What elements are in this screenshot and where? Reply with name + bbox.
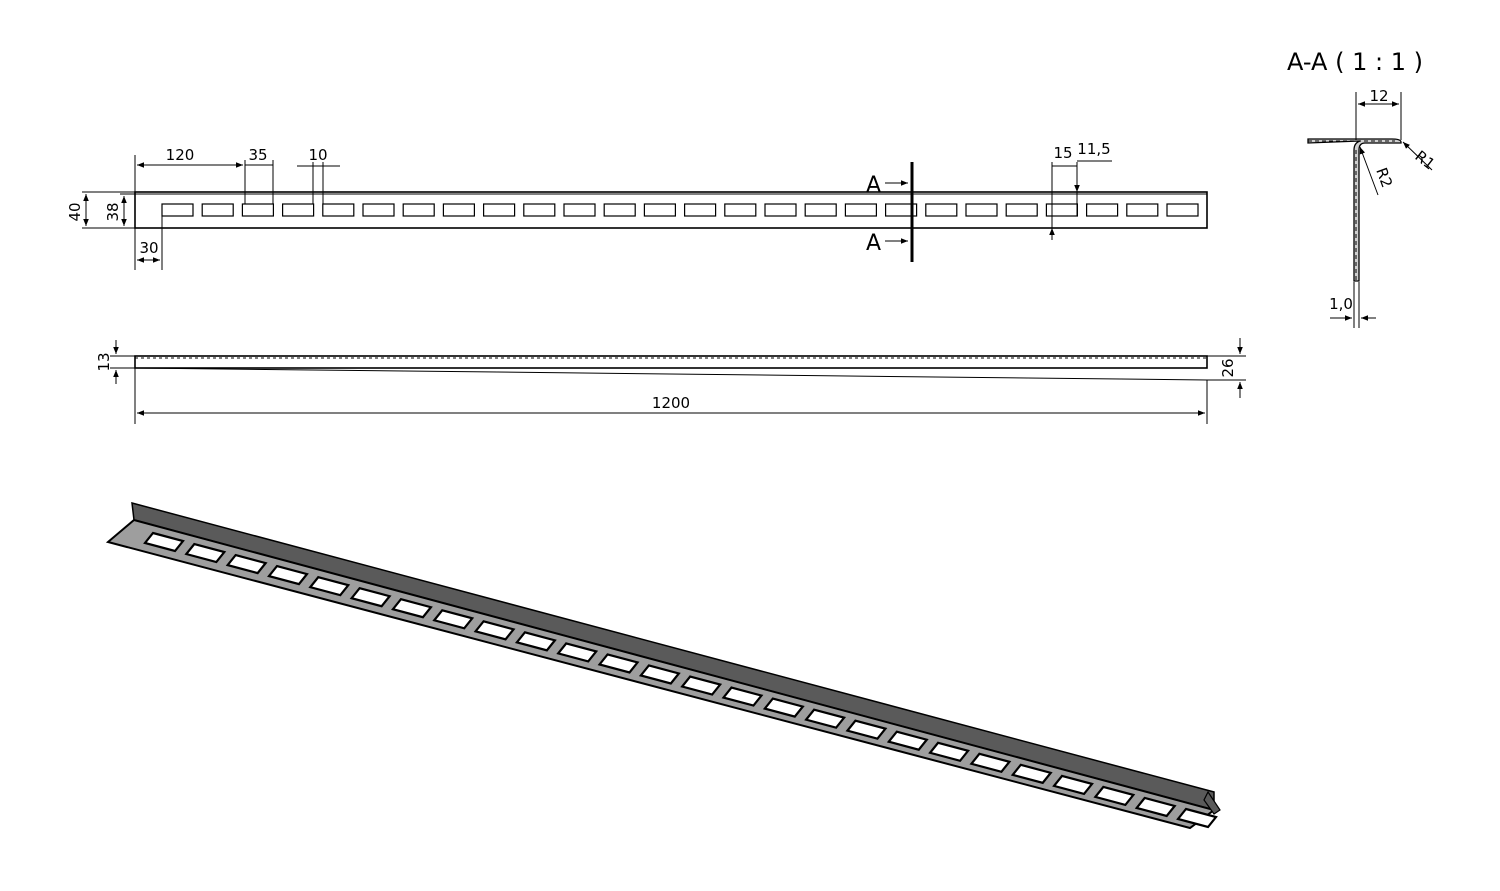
iso-slot xyxy=(308,575,351,597)
dim-120: 120 xyxy=(134,146,246,204)
iso-slot xyxy=(1010,763,1053,785)
iso-slot xyxy=(721,686,764,707)
top-view-slot xyxy=(1005,203,1038,217)
iso-slots xyxy=(143,531,1218,829)
top-view-slot xyxy=(322,203,355,217)
top-view-slot xyxy=(884,203,918,217)
iso-slot xyxy=(391,597,433,619)
top-view-slot xyxy=(965,203,998,217)
iso-slot xyxy=(184,542,227,564)
dim-40-label: 40 xyxy=(66,202,84,221)
top-view-slot xyxy=(563,203,596,217)
iso-slot xyxy=(267,564,309,586)
top-view-slot xyxy=(1126,203,1159,217)
iso-slot xyxy=(514,631,557,652)
top-view-slot xyxy=(282,203,315,217)
top-view-outline xyxy=(134,191,1208,229)
iso-slot xyxy=(762,697,805,718)
top-view-slot xyxy=(362,203,395,217)
top-view: 120 35 10 40 38 xyxy=(66,140,1208,270)
top-view-slot xyxy=(201,203,234,217)
iso-slot xyxy=(1093,785,1136,807)
iso-view xyxy=(105,501,1221,830)
section-profile xyxy=(1307,138,1402,282)
top-view-slots xyxy=(161,203,1199,217)
top-view-slot xyxy=(844,203,878,217)
iso-slot xyxy=(1052,774,1094,796)
dim-30: 30 xyxy=(134,216,163,270)
top-view-slot xyxy=(161,203,194,217)
section-title: A-A ( 1 : 1 ) xyxy=(1287,48,1423,76)
dim-12: 12 xyxy=(1355,87,1402,140)
top-view-slot xyxy=(643,203,677,217)
top-view-slot xyxy=(442,203,475,217)
iso-slot xyxy=(349,586,392,608)
top-view-slot xyxy=(724,203,757,217)
dim-15-label: 15 xyxy=(1053,144,1072,162)
section-label-top: A xyxy=(866,173,881,198)
iso-slot xyxy=(143,531,185,553)
dim-1-0-label: 1,0 xyxy=(1329,295,1353,313)
iso-slot xyxy=(473,620,516,641)
dim-120-label: 120 xyxy=(166,146,195,164)
top-view-slot xyxy=(603,203,636,217)
top-view-slot xyxy=(1085,203,1119,217)
top-view-slot xyxy=(402,203,435,217)
dim-r1-label: R1 xyxy=(1412,147,1439,173)
top-view-slot xyxy=(1166,203,1199,217)
iso-end-tab xyxy=(1203,790,1221,815)
iso-slot xyxy=(638,664,681,685)
dim-10-label: 10 xyxy=(308,146,327,164)
dim-1-0: 1,0 xyxy=(1329,282,1376,328)
dim-12-label: 12 xyxy=(1369,87,1388,105)
dim-26-label: 26 xyxy=(1219,358,1237,377)
iso-slot xyxy=(556,642,599,663)
dim-35-label: 35 xyxy=(248,146,267,164)
top-view-slot xyxy=(683,203,717,217)
iso-slot xyxy=(928,741,970,763)
dim-11-5: 11,5 xyxy=(1049,140,1112,240)
iso-slot xyxy=(432,609,475,630)
dim-1200-label: 1200 xyxy=(652,394,690,412)
iso-vertical-flange xyxy=(131,501,1215,811)
iso-slot xyxy=(225,553,268,575)
iso-slot xyxy=(886,730,929,751)
iso-slot xyxy=(680,675,723,696)
top-view-slot xyxy=(925,203,958,217)
top-view-slot xyxy=(523,203,556,217)
dim-30-label: 30 xyxy=(139,239,158,257)
iso-slot xyxy=(969,752,1012,774)
dim-15: 15 xyxy=(1051,144,1078,236)
dim-26: 26 xyxy=(1207,338,1246,398)
iso-slot xyxy=(845,719,888,740)
dim-11-5-label: 11,5 xyxy=(1077,140,1110,158)
section-cut-marker: A A xyxy=(866,162,914,262)
section-label-bottom: A xyxy=(866,231,881,256)
dim-r1: R1 xyxy=(1402,141,1439,173)
dim-35: 35 xyxy=(245,146,274,204)
top-view-slot xyxy=(1045,203,1079,217)
dim-10: 10 xyxy=(297,146,340,204)
dim-40: 40 xyxy=(66,191,135,229)
iso-slot xyxy=(1176,807,1218,829)
dim-38-label: 38 xyxy=(104,202,122,221)
side-view-outline xyxy=(134,355,1208,369)
iso-slot xyxy=(1134,796,1177,818)
dim-13-label: 13 xyxy=(95,352,113,371)
dim-r2-label: R2 xyxy=(1372,165,1396,190)
top-view-slot xyxy=(483,203,516,217)
top-view-slot xyxy=(241,203,274,217)
side-view-taper-line xyxy=(134,367,1208,381)
dim-r2: R2 xyxy=(1359,146,1396,196)
iso-slot xyxy=(597,653,640,674)
top-view-slot xyxy=(764,203,797,217)
dim-1200: 1200 xyxy=(134,368,1208,424)
side-view: 13 26 1200 xyxy=(95,338,1246,424)
iso-slot xyxy=(804,708,847,729)
top-view-slot xyxy=(804,203,837,217)
dim-13: 13 xyxy=(95,340,135,384)
dim-38: 38 xyxy=(104,193,135,226)
section-view: A-A ( 1 : 1 ) 12 R1 R2 1,0 xyxy=(1287,48,1438,328)
